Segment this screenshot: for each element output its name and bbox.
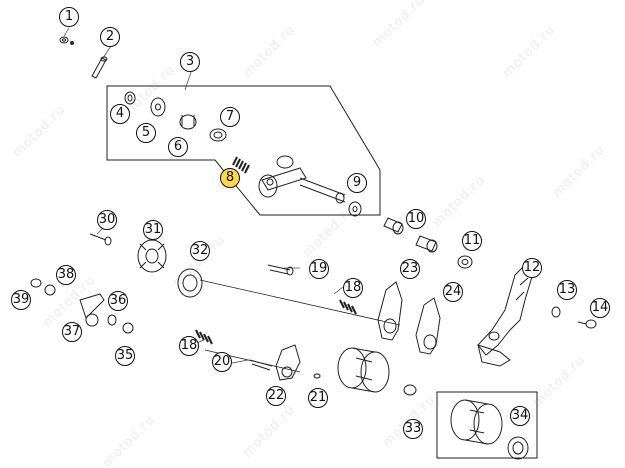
part-33-drum: [450, 399, 503, 445]
part-2-pin: [91, 56, 108, 79]
callout-20[interactable]: 20: [212, 352, 232, 372]
part-32-bearing: [177, 268, 203, 298]
callout-34[interactable]: 34: [510, 406, 530, 426]
callout-35[interactable]: 35: [115, 346, 135, 366]
part-19-rod: [267, 264, 294, 276]
part-22-shift-fork: [275, 344, 301, 381]
part-9-washer: [348, 201, 362, 217]
callout-3[interactable]: 3: [180, 52, 200, 72]
callout-18[interactable]: 18: [179, 336, 199, 356]
callout-37[interactable]: 37: [62, 322, 82, 342]
callout-36[interactable]: 36: [108, 291, 128, 311]
part-11-seal: [457, 255, 473, 269]
part-8-spring: [232, 156, 250, 174]
callout-8[interactable]: 8: [220, 168, 240, 188]
callout-19[interactable]: 19: [309, 259, 329, 279]
part-6-clip: [179, 114, 197, 130]
callout-24[interactable]: 24: [443, 282, 463, 302]
part-34-bearing: [507, 436, 529, 460]
callout-2[interactable]: 2: [100, 27, 120, 47]
part-21-pin: [313, 373, 321, 379]
callout-22[interactable]: 22: [266, 386, 286, 406]
callout-5[interactable]: 5: [136, 123, 156, 143]
part-4-washer: [124, 91, 136, 105]
callout-30[interactable]: 30: [97, 210, 117, 230]
part-7-bushing: [209, 128, 227, 142]
callout-4[interactable]: 4: [110, 104, 130, 124]
callout-6[interactable]: 6: [168, 137, 188, 157]
part-24-shift-fork: [415, 297, 441, 355]
shift-shaft-assembly: [258, 155, 346, 204]
assembly-box: [106, 85, 381, 216]
callout-13[interactable]: 13: [557, 280, 577, 300]
callout-39[interactable]: 39: [11, 290, 31, 310]
callout-23[interactable]: 23: [400, 259, 420, 279]
part-36-37-lever: [79, 293, 134, 334]
part-18-spring-lower: [195, 329, 213, 345]
part-18-spring-upper: [339, 299, 357, 315]
detail-box: [436, 391, 538, 459]
part-20-pin: [249, 359, 273, 371]
part-23-shift-fork: [377, 281, 403, 341]
part-1-nut: [59, 36, 74, 45]
leader-lines: [63, 27, 344, 364]
part-38-washer: [44, 284, 56, 296]
part-14-screw: [577, 319, 597, 329]
callout-7[interactable]: 7: [220, 107, 240, 127]
callout-33[interactable]: 33: [403, 419, 423, 439]
part-5-disc: [150, 97, 166, 117]
callout-14[interactable]: 14: [590, 298, 610, 318]
part-39-screw: [30, 278, 42, 288]
callout-10[interactable]: 10: [406, 209, 426, 229]
callout-32[interactable]: 32: [190, 241, 210, 261]
callout-21[interactable]: 21: [308, 388, 328, 408]
callout-9[interactable]: 9: [347, 173, 367, 193]
callout-12[interactable]: 12: [522, 258, 542, 278]
callout-1[interactable]: 1: [59, 7, 79, 27]
callout-31[interactable]: 31: [143, 220, 163, 240]
callout-38[interactable]: 38: [56, 265, 76, 285]
part-12-shift-lever: [477, 261, 535, 367]
callout-18[interactable]: 18: [343, 278, 363, 298]
part-13-washer: [551, 306, 561, 318]
shift-drum: [337, 347, 417, 396]
part-30-bolt: [89, 233, 112, 246]
callout-11[interactable]: 11: [462, 231, 482, 251]
part-31-shift-drum-star: [137, 239, 167, 273]
part-10-bushing: [383, 217, 438, 253]
